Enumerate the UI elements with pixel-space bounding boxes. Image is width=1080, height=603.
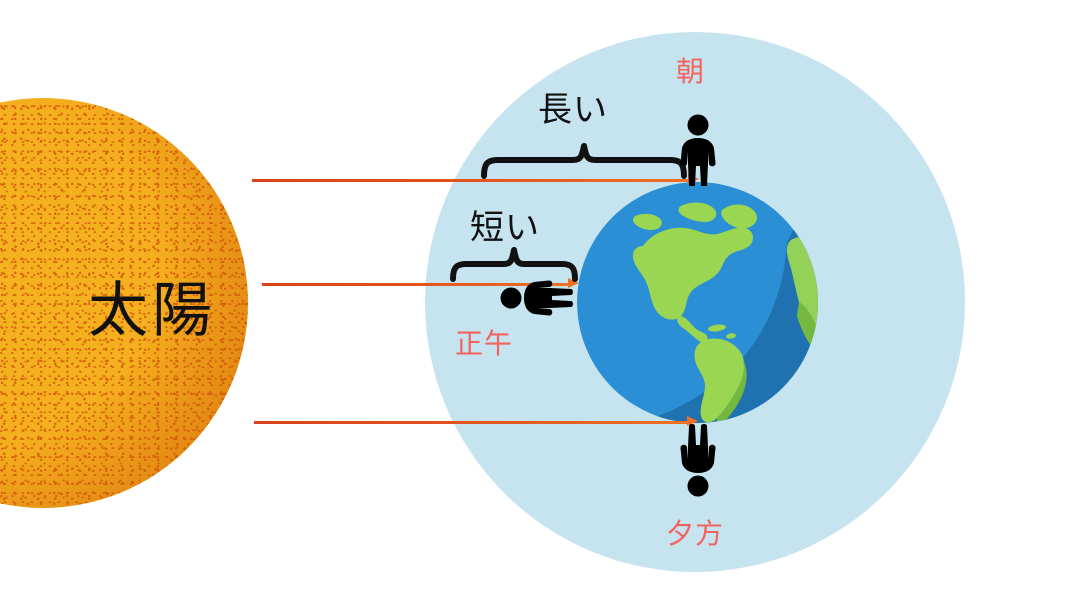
sun-ray-noon [262,283,569,286]
arctic-islands [678,202,717,222]
sun-ray-noon-arrowhead [568,278,579,288]
continent-central-america [677,316,708,343]
island-cuba [708,324,726,332]
person-noon [500,272,576,325]
continent-south-america [694,338,745,423]
label-noon: 正午 [455,327,514,360]
earth-globe [577,182,818,423]
label-morning: 朝 [676,55,706,88]
brace-short [447,245,585,288]
person-morning [676,114,720,191]
earth-shadow [637,182,818,423]
continent-sa-shadow [716,360,747,423]
label-long: 長い [538,90,608,130]
sun-graphic [0,98,248,508]
brace-long [478,140,690,185]
island-hispaniola [726,333,736,339]
continent-greenland [721,204,758,229]
continent-africa-limb [786,236,818,332]
label-evening: 夕方 [666,517,725,550]
sun-ray-morning [252,179,690,182]
label-short: 短い [470,208,540,248]
arctic-islands-2 [633,213,662,230]
continent-north-america [632,227,753,320]
sun-ray-evening-arrowhead [687,416,698,426]
sun-ray-evening [254,421,690,424]
person-evening [676,424,720,503]
sun-label: 太陽 [88,276,216,346]
